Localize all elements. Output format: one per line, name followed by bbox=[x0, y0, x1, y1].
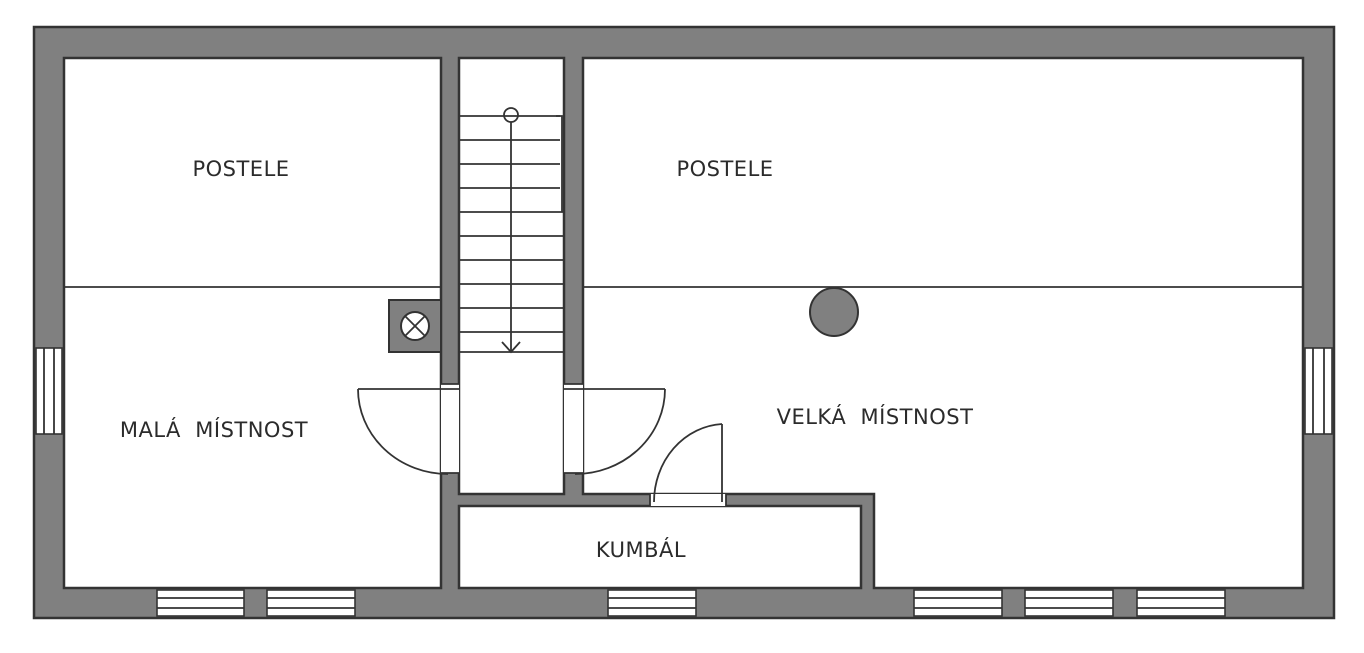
stair-arrow-icon bbox=[501, 107, 521, 354]
window-south-3 bbox=[607, 589, 697, 617]
door-swing-right bbox=[564, 388, 666, 475]
label-mala-mistnost: MALÁ MÍSTNOST bbox=[120, 417, 308, 442]
room-velka-mistnost bbox=[581, 56, 1305, 590]
window-south-1 bbox=[156, 589, 245, 617]
ventilation-fan-icon bbox=[388, 299, 442, 353]
door-swing-left bbox=[357, 388, 459, 475]
label-velka-mistnost: VELKÁ MÍSTNOST bbox=[777, 404, 974, 429]
door-opening-kumbal bbox=[650, 494, 726, 506]
door-opening-left bbox=[441, 384, 459, 473]
window-east bbox=[1304, 347, 1333, 435]
window-south-2 bbox=[266, 589, 356, 617]
door-opening-right bbox=[564, 384, 583, 473]
label-postele-left: POSTELE bbox=[192, 157, 289, 181]
label-postele-right: POSTELE bbox=[676, 157, 773, 181]
room-mala-mistnost bbox=[62, 56, 443, 590]
label-kumbal: KUMBÁL bbox=[596, 537, 686, 562]
window-west bbox=[35, 347, 63, 435]
window-south-4 bbox=[913, 589, 1003, 617]
chimney-icon bbox=[809, 287, 859, 337]
window-south-5 bbox=[1024, 589, 1114, 617]
door-swing-kumbal bbox=[649, 423, 727, 506]
window-south-6 bbox=[1136, 589, 1226, 617]
room-kumbal bbox=[457, 504, 863, 590]
